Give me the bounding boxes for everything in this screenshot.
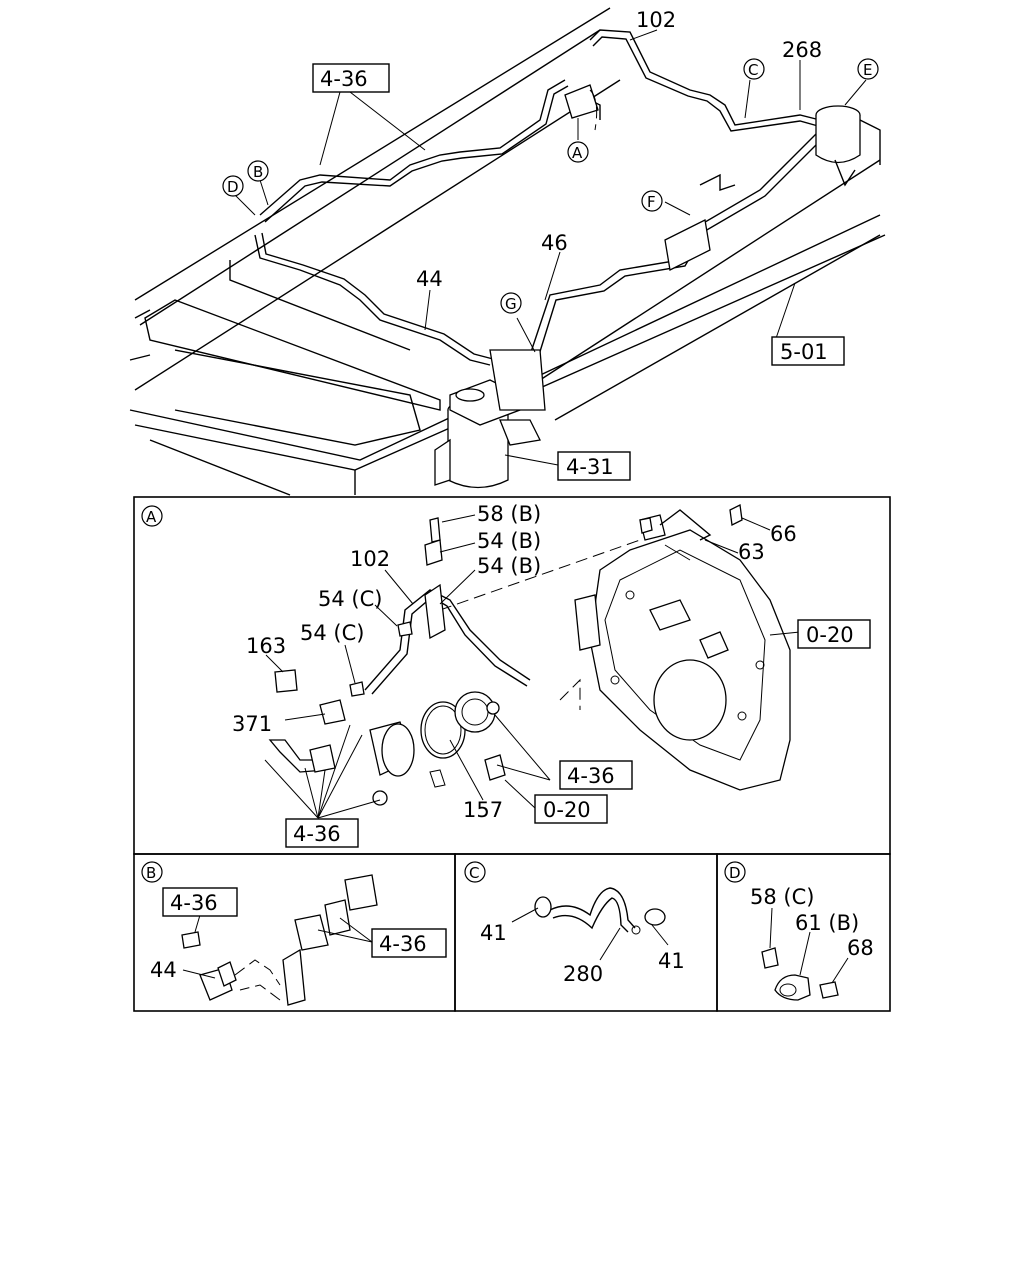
fuel-pipes-drawing [254, 29, 826, 366]
detail-b-ref-box-4-36-bolt[interactable]: 4-36 [162, 887, 238, 917]
main-label-268: 268 [782, 38, 822, 62]
detail-b-letter-icon: B [141, 861, 163, 883]
svg-text:4-31: 4-31 [566, 455, 614, 479]
fuel-filter-drawing [434, 349, 546, 489]
callout-f-icon: F [641, 190, 663, 212]
detail-c-label-41-right: 41 [658, 949, 685, 973]
svg-text:4-36: 4-36 [293, 822, 341, 846]
main-view: 102 268 44 46 4-36 5-01 4-31 A B C [129, 7, 886, 496]
detail-d-label-61b: 61 (B) [795, 911, 859, 935]
svg-text:C: C [748, 61, 758, 79]
detail-a-label-54c-2: 54 (C) [300, 621, 364, 645]
detail-a-ref-box-0-20-stud[interactable]: 0-20 [534, 794, 608, 824]
detail-a-label-54b-1: 54 (B) [477, 529, 541, 553]
main-ref-box-4-36[interactable]: 4-36 [312, 63, 390, 93]
callout-e-icon: E [857, 58, 879, 80]
svg-text:A: A [146, 508, 157, 526]
detail-c-letter-icon: C [464, 861, 486, 883]
detail-a-label-102: 102 [350, 547, 390, 571]
detail-a-panel: A [133, 496, 891, 855]
main-ref-box-5-01[interactable]: 5-01 [771, 336, 845, 366]
flywheel-housing-drawing [439, 509, 791, 791]
detail-d-letter-icon: D [724, 861, 746, 883]
detail-a-label-66: 66 [770, 522, 797, 546]
reservoir-tank-drawing [815, 105, 861, 187]
detail-c-panel: C 41 280 41 [454, 853, 718, 1012]
detail-b-leader-lines [182, 914, 373, 979]
detail-a-label-54b-2: 54 (B) [477, 554, 541, 578]
main-leader-lines [234, 29, 867, 466]
detail-a-label-63: 63 [738, 540, 765, 564]
svg-text:A: A [572, 144, 583, 162]
svg-text:C: C [469, 864, 479, 882]
svg-text:B: B [146, 864, 156, 882]
svg-text:G: G [505, 295, 517, 313]
svg-text:5-01: 5-01 [780, 340, 828, 364]
detail-d-panel: D 58 (C) 61 (B) 68 [716, 853, 891, 1012]
detail-a-ref-box-4-36-gear[interactable]: 4-36 [559, 760, 633, 790]
detail-c-hose-drawing [534, 887, 666, 935]
detail-a-label-58b: 58 (B) [477, 502, 541, 526]
detail-b-fitting-drawing [181, 874, 378, 1006]
detail-c-label-280: 280 [563, 962, 603, 986]
svg-text:0-20: 0-20 [806, 623, 854, 647]
svg-text:4-36: 4-36 [379, 932, 427, 956]
callout-a-icon: A [567, 141, 589, 163]
detail-a-label-371: 371 [232, 712, 272, 736]
svg-text:0-20: 0-20 [543, 798, 591, 822]
svg-text:D: D [227, 178, 239, 196]
main-label-102: 102 [636, 8, 676, 32]
svg-text:E: E [863, 61, 872, 79]
main-ref-box-4-31[interactable]: 4-31 [557, 451, 631, 481]
detail-a-leader-lines [264, 514, 801, 819]
detail-d-clip-drawing [761, 947, 839, 1001]
svg-text:D: D [729, 864, 741, 882]
callout-d-icon: D [222, 175, 244, 197]
callout-b-icon: B [247, 160, 269, 182]
detail-c-leader-lines [511, 907, 669, 961]
detail-b-ref-box-4-36-fitting[interactable]: 4-36 [371, 928, 447, 958]
callout-g-icon: G [500, 292, 522, 314]
svg-text:4-36: 4-36 [567, 764, 615, 788]
detail-a-label-54c-1: 54 (C) [318, 587, 382, 611]
main-label-44: 44 [416, 267, 443, 291]
detail-a-label-157: 157 [463, 798, 503, 822]
detail-a-ref-box-0-20-housing[interactable]: 0-20 [797, 619, 871, 649]
detail-a-ref-box-4-36-pump[interactable]: 4-36 [285, 818, 359, 848]
detail-c-label-41-left: 41 [480, 921, 507, 945]
svg-text:4-36: 4-36 [320, 67, 368, 91]
pump-assembly-drawing [268, 504, 743, 806]
detail-d-leader-lines [769, 907, 849, 984]
detail-d-label-68: 68 [847, 936, 874, 960]
detail-a-label-163: 163 [246, 634, 286, 658]
main-label-46: 46 [541, 231, 568, 255]
pipe-bracket-f-drawing [664, 173, 736, 271]
detail-b-panel: B 44 4-36 4-36 [133, 853, 456, 1012]
detail-b-label-44: 44 [150, 958, 177, 982]
callout-c-icon: C [743, 58, 765, 80]
svg-text:4-36: 4-36 [170, 891, 218, 915]
detail-a-letter-icon: A [141, 505, 163, 527]
svg-text:F: F [647, 193, 656, 211]
detail-d-label-58c: 58 (C) [750, 885, 814, 909]
chassis-frame-drawing [129, 7, 886, 496]
pipe-connector-a-drawing [564, 84, 599, 131]
svg-text:B: B [253, 163, 263, 181]
